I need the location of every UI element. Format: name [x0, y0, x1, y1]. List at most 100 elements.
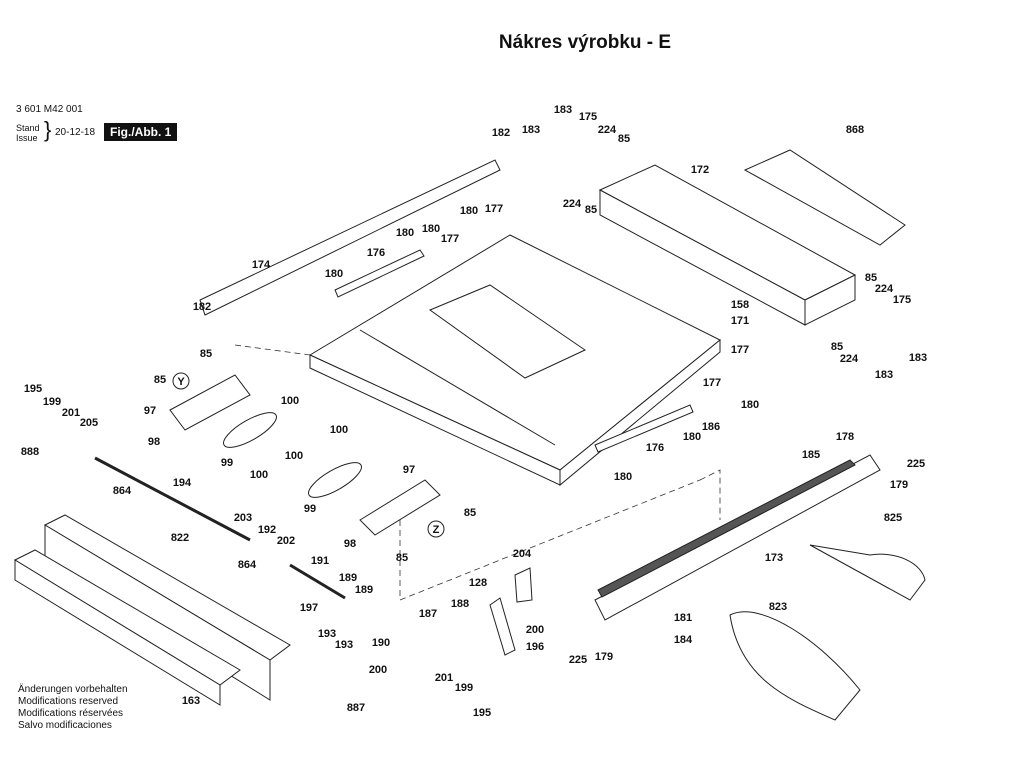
callout-224: 224	[598, 124, 617, 136]
figure-label: Fig./Abb. 1	[104, 123, 178, 141]
callout-Z: Z	[433, 524, 440, 536]
callout-180: 180	[460, 205, 478, 217]
callout-224: 224	[563, 198, 582, 210]
callout-200: 200	[369, 664, 387, 676]
callout-179: 179	[890, 479, 908, 491]
rail-176b	[594, 404, 694, 453]
extension-868	[743, 149, 906, 246]
callout-224: 224	[875, 283, 894, 295]
callout-circle	[172, 372, 190, 390]
callout-196: 196	[526, 641, 544, 653]
callout-182: 182	[193, 301, 211, 313]
callout-189: 189	[339, 572, 357, 584]
callout-158: 158	[731, 299, 749, 311]
callout-180: 180	[741, 399, 759, 411]
callout-85: 85	[831, 341, 843, 353]
callout-177: 177	[731, 344, 749, 356]
parts-drawing	[13, 149, 926, 721]
rail-174	[199, 159, 501, 316]
callout-173: 173	[765, 552, 783, 564]
callout-176: 176	[367, 247, 385, 259]
callout-171: 171	[731, 315, 749, 327]
callout-225: 225	[569, 654, 587, 666]
callout-190: 190	[372, 637, 390, 649]
callout-225: 225	[907, 458, 925, 470]
lever-196	[489, 597, 516, 656]
callout-193: 193	[318, 628, 336, 640]
callout-187: 187	[419, 608, 437, 620]
callout-179: 179	[595, 651, 613, 663]
callout-194: 194	[173, 477, 192, 489]
callout-191: 191	[311, 555, 329, 567]
rail-176	[334, 249, 425, 298]
callout-188: 188	[451, 598, 469, 610]
callout-175: 175	[579, 111, 597, 123]
callout-178: 178	[836, 431, 854, 443]
callout-193: 193	[335, 639, 353, 651]
callout-circle	[427, 520, 445, 538]
part-code: 3 601 M42 001	[16, 104, 83, 115]
callout-176: 176	[646, 442, 664, 454]
callout-203: 203	[234, 512, 252, 524]
callout-183: 183	[909, 352, 927, 364]
callout-184: 184	[674, 634, 693, 646]
callout-99: 99	[304, 503, 316, 515]
callout-180: 180	[422, 223, 440, 235]
callout-180: 180	[683, 431, 701, 443]
callout-204: 204	[513, 548, 532, 560]
callout-201: 201	[62, 407, 80, 419]
callout-825: 825	[884, 512, 902, 524]
page-title: Nákres výrobku - E	[498, 32, 672, 53]
issue-date: 20-12-18	[55, 127, 96, 138]
callout-85: 85	[585, 204, 597, 216]
callout-822: 822	[171, 532, 189, 544]
callout-97: 97	[144, 405, 156, 417]
callout-202: 202	[277, 535, 295, 547]
callout-85: 85	[200, 348, 212, 360]
callout-185: 185	[802, 449, 820, 461]
callout-180: 180	[614, 471, 632, 483]
callout-868: 868	[846, 124, 864, 136]
rail-173	[597, 459, 856, 598]
callout-195: 195	[24, 383, 42, 395]
callout-177: 177	[441, 233, 459, 245]
bracket-204	[514, 567, 533, 603]
callout-192: 192	[258, 524, 276, 536]
callout-177: 177	[703, 377, 721, 389]
rod-191	[289, 563, 346, 600]
trunnion-99	[223, 412, 277, 448]
callout-864: 864	[113, 485, 132, 497]
callout-175: 175	[893, 294, 911, 306]
rod-194	[94, 456, 251, 542]
callout-98: 98	[148, 436, 160, 448]
callout-85: 85	[154, 374, 166, 386]
callout-183: 183	[875, 369, 893, 381]
callout-182: 182	[492, 127, 510, 139]
callout-224: 224	[840, 353, 859, 365]
callout-197: 197	[300, 602, 318, 614]
bracket-97	[169, 374, 251, 431]
trunnion-99b	[308, 462, 362, 498]
callout-183: 183	[554, 104, 572, 116]
miter-gauge-825	[809, 544, 926, 601]
bracket-97b	[359, 479, 441, 536]
callout-200: 200	[526, 624, 544, 636]
callout-99: 99	[221, 457, 233, 469]
callout-85: 85	[865, 272, 877, 284]
callout-887: 887	[347, 702, 365, 714]
callout-201: 201	[435, 672, 453, 684]
callout-199: 199	[43, 396, 61, 408]
callout-199: 199	[455, 682, 473, 694]
callout-98: 98	[344, 538, 356, 550]
callout-195: 195	[473, 707, 491, 719]
brace: }	[44, 117, 52, 142]
callout-189: 189	[355, 584, 373, 596]
callout-186: 186	[702, 421, 720, 433]
rail-185	[594, 454, 881, 621]
callout-181: 181	[674, 612, 692, 624]
callout-183: 183	[522, 124, 540, 136]
